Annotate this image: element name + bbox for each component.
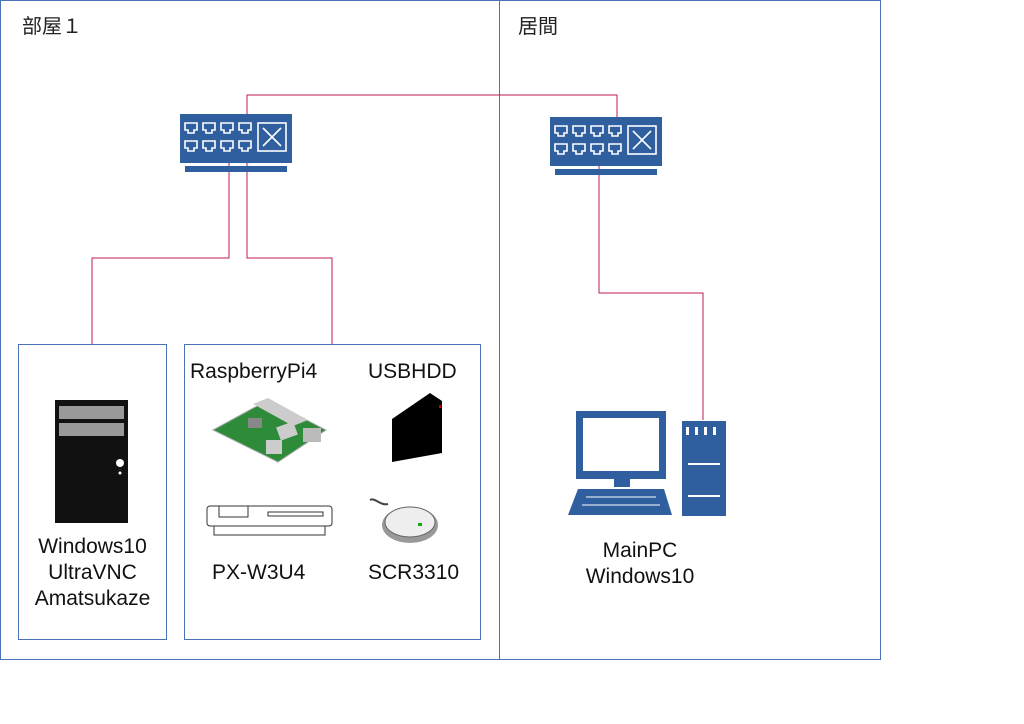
server-tower-icon <box>55 400 128 523</box>
link-switch2-mainpc <box>598 163 704 420</box>
raspberrypi-icon <box>211 398 327 463</box>
mainpc-name: MainPC <box>602 539 678 562</box>
usbhdd-icon <box>392 393 442 462</box>
server-label: Windows10 UltraVNC Amatsukaze <box>18 534 167 612</box>
switch-icon <box>550 117 662 175</box>
mainpc-icon <box>568 411 726 516</box>
link-switch1-switch2 <box>246 94 618 122</box>
cardreader-icon <box>369 498 438 543</box>
room1-title: 部屋１ <box>22 16 82 38</box>
mainpc-label: MainPC Windows10 <box>560 538 720 590</box>
mainpc-os: Windows10 <box>585 565 695 588</box>
raspberrypi-label: RaspberryPi4 <box>190 360 318 383</box>
tuner-icon <box>206 505 333 536</box>
tuner-label: PX-W3U4 <box>212 561 306 584</box>
devices-box <box>184 344 481 640</box>
server-app: Amatsukaze <box>34 587 151 610</box>
switch-icon <box>180 114 292 172</box>
server-os: Windows10 <box>38 535 147 558</box>
living-room-title: 居間 <box>518 16 558 38</box>
link-switch1-server <box>91 160 230 344</box>
living-room-frame <box>499 0 881 660</box>
cardreader-label: SCR3310 <box>368 561 460 584</box>
server-vnc: UltraVNC <box>48 561 137 584</box>
server-box <box>18 344 167 640</box>
link-switch1-devices <box>246 160 333 344</box>
usbhdd-label: USBHDD <box>368 360 457 383</box>
